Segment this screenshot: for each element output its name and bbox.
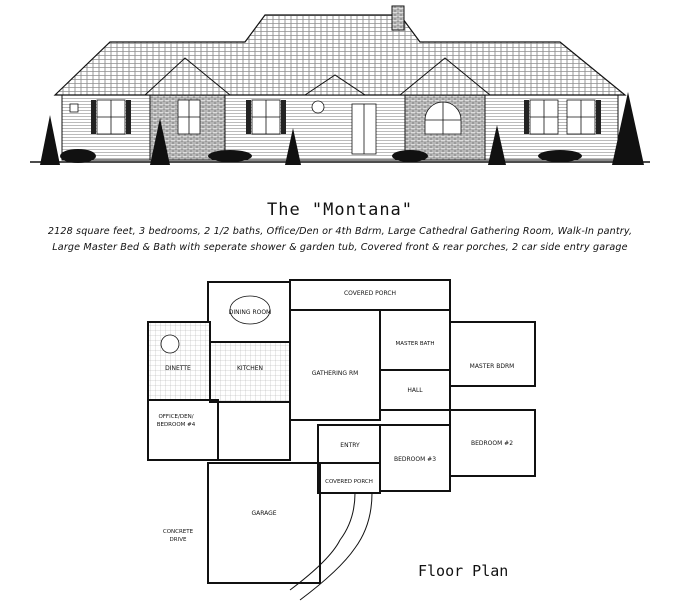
house-elevation-drawing	[30, 5, 650, 165]
floor-plan-drawing: COVERED PORCH DINING ROOM KITCHEN DINETT…	[147, 279, 536, 601]
label-master-bath: MASTER BATH	[395, 341, 434, 347]
label-kitchen: KITCHEN	[237, 365, 263, 372]
plan-description-line-2: Large Master Bed & Bath with seperate sh…	[52, 242, 628, 253]
kitchen	[209, 341, 291, 403]
floor-plan-label: Floor Plan	[418, 562, 509, 580]
label-entry: ENTRY	[340, 442, 360, 449]
plan-description-line-1: 2128 square feet, 3 bedrooms, 2 1/2 bath…	[47, 226, 633, 237]
dinette-table	[160, 334, 180, 354]
tree-right	[612, 92, 644, 165]
label-office-den: OFFICE/DEN/	[158, 414, 193, 420]
office-den	[147, 399, 219, 461]
label-master-bedroom: MASTER BDRM	[470, 363, 515, 370]
label-hall: HALL	[407, 387, 423, 394]
label-bedroom-3: BEDROOM #3	[394, 456, 436, 463]
label-dining-room: DINING ROOM	[229, 309, 271, 316]
label-bedroom-2: BEDROOM #2	[471, 440, 513, 447]
label-drive: DRIVE	[170, 537, 187, 543]
label-garage: GARAGE	[251, 510, 276, 517]
hall	[379, 369, 451, 411]
driveway-path	[289, 492, 356, 591]
master-bedroom	[449, 321, 536, 387]
chimney	[391, 5, 405, 31]
dinette	[147, 321, 211, 401]
label-covered-porch-rear: COVERED PORCH	[344, 290, 396, 297]
entry-gable	[303, 74, 367, 96]
tree-left	[40, 115, 60, 165]
covered-porch-front	[317, 462, 381, 494]
label-bedroom-4: BEDROOM #4	[157, 422, 196, 428]
label-dinette: DINETTE	[165, 365, 191, 372]
laundry-utility	[217, 401, 291, 461]
label-concrete: CONCRETE	[163, 529, 194, 535]
gathering-room	[289, 309, 381, 421]
label-covered-porch-front: COVERED PORCH	[325, 479, 373, 485]
label-gathering-room: GATHERING RM	[312, 370, 359, 377]
dining-table	[229, 295, 271, 325]
master-bath	[379, 309, 451, 371]
garage	[207, 462, 321, 584]
plan-title: The "Montana"	[266, 200, 414, 220]
